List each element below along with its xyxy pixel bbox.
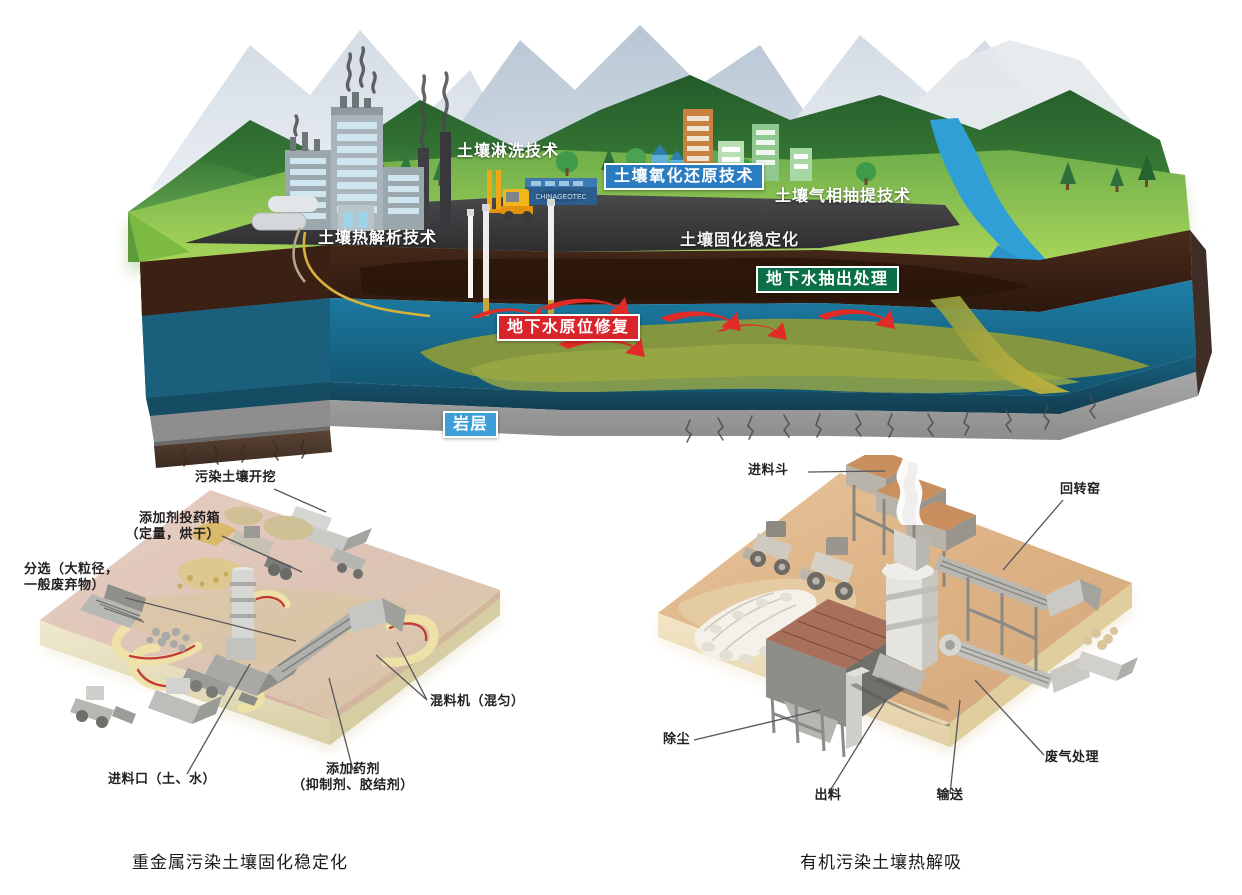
anno-mixer: 混料机（混匀） [430, 694, 525, 709]
anno-feed-hopper: 进料斗 [748, 463, 789, 478]
label-groundwater-in-situ: 地下水原位修复 [497, 314, 640, 341]
rotary-kiln [872, 529, 938, 695]
caption-left-diagram: 重金属污染土壤固化稳定化 [132, 853, 348, 873]
loader-truck [70, 686, 136, 728]
anno-conveying: 输送 [936, 788, 964, 803]
anno-dust-removal: 除尘 [663, 732, 691, 747]
label-rock-layer: 岩层 [443, 411, 499, 438]
anno-feed-inlet: 进料口（土、水） [107, 772, 216, 787]
cross-section [140, 230, 1212, 468]
wheel-loader-b [798, 537, 854, 600]
label-soil-vapor-extraction: 土壤气相抽提技术 [775, 186, 912, 205]
anno-exhaust-gas: 废气处理 [1045, 750, 1100, 765]
steam-plume [896, 455, 924, 525]
storage-tanks [251, 196, 318, 231]
label-soil-washing: 土壤淋洗技术 [457, 141, 560, 160]
landscape-block-diagram: CHINAGEOTEC [128, 25, 1212, 468]
label-soil-redox: 土壤氧化还原技术 [604, 163, 765, 190]
anno-excavation: 污染土壤开挖 [194, 470, 276, 485]
diagram-thermal-desorption [658, 455, 1138, 758]
anno-discharge: 出料 [814, 788, 842, 803]
anno-rotary-kiln: 回转窑 [1060, 482, 1101, 497]
anno-added-agent: 添加药剂 （抑制剂、胶结剂） [292, 762, 414, 794]
groundwater-flow-arrows [470, 297, 895, 357]
wheel-loader-a [742, 521, 792, 575]
anno-additive-dosing: 添加剂投药箱 （定量，烘干） [125, 511, 220, 543]
label-soil-thermal-desorption: 土壤热解析技术 [318, 228, 438, 247]
conveyor-upper [934, 555, 1102, 617]
conveyor-lower [939, 634, 1090, 693]
anno-sorting: 分选（大粒径， 一般废弃物） [24, 562, 119, 594]
svg-text:CHINAGEOTEC: CHINAGEOTEC [535, 194, 586, 201]
label-groundwater-pump-treat: 地下水抽出处理 [756, 266, 899, 293]
site-equipment: CHINAGEOTEC [485, 170, 597, 221]
label-soil-solidification: 土壤固化稳定化 [680, 230, 800, 249]
factory-buildings [251, 46, 451, 231]
caption-right-diagram: 有机污染土壤热解吸 [800, 853, 962, 873]
